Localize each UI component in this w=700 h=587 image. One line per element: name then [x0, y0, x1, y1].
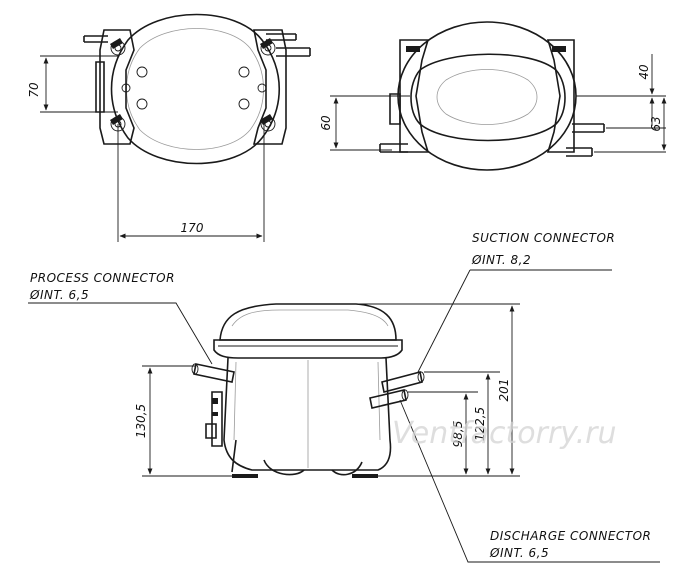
suction-connector-spec: ØINT. 8,2	[471, 253, 531, 267]
top-view	[40, 13, 311, 242]
dim-top-height: 70	[27, 82, 41, 98]
dim-front-d1: 98,5	[451, 421, 465, 448]
discharge-connector-spec: ØINT. 6,5	[489, 546, 549, 560]
front-view	[28, 269, 660, 563]
dim-front-total: 201	[497, 379, 511, 402]
watermark-text: Ventfactorry.ru	[392, 416, 617, 451]
dim-front-d2: 122,5	[473, 407, 487, 441]
side-view	[330, 21, 667, 171]
dim-side-a: 60	[319, 115, 333, 131]
dim-front-process: 130,5	[134, 404, 148, 438]
dim-top-width: 170	[181, 221, 204, 235]
discharge-connector-title: DISCHARGE CONNECTOR	[490, 529, 651, 543]
process-connector-spec: ØINT. 6,5	[29, 288, 89, 302]
dim-side-c: 63	[649, 116, 663, 131]
dim-side-b: 40	[637, 64, 651, 80]
process-connector-title: PROCESS CONNECTOR	[30, 271, 175, 285]
suction-connector-title: SUCTION CONNECTOR	[472, 231, 615, 245]
